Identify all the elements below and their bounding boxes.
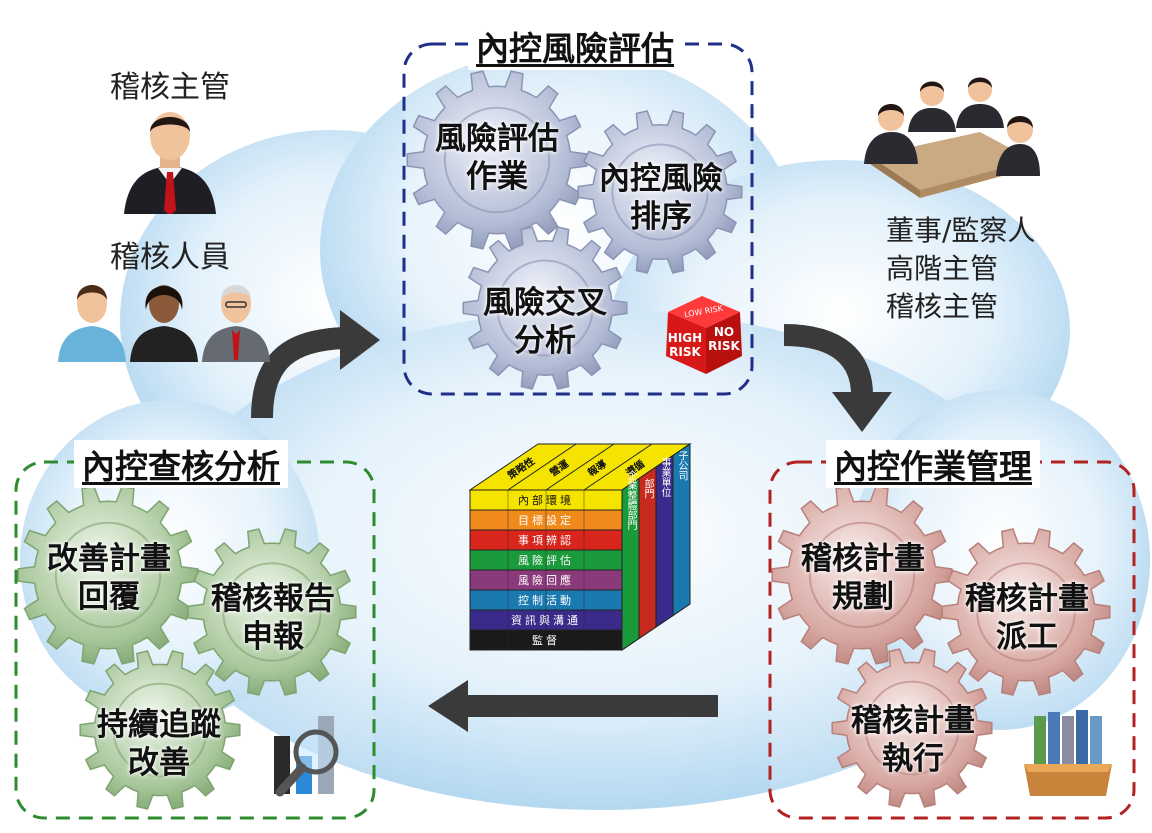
cube-side-label: 事業單位 [659, 456, 671, 497]
gear-audit-plan-execution: 稽核計畫執行 [851, 703, 975, 777]
dice-left-text-2: RISK [669, 345, 701, 359]
cube-row-label: 風險評估 [518, 553, 574, 567]
binder-tray-icon [1024, 710, 1112, 796]
gear-shape-control-risk-ranking-rim [611, 143, 709, 241]
cube-side-label: 企業整體部門 [625, 469, 637, 531]
analysis-chart-icon [274, 716, 339, 797]
cube-row-label: 風險回應 [518, 573, 574, 587]
cube-side-column [672, 443, 691, 617]
cube-row-label: 監督 [532, 633, 560, 647]
gear-control-risk-ranking: 內控風險排序 [599, 161, 723, 235]
gear-shape-audit-plan-planning-rim [808, 521, 916, 629]
dice-left-text-1: HIGH [668, 331, 702, 345]
meeting-person-1 [864, 104, 918, 164]
gear-shape-risk-assessment-rim [443, 106, 551, 214]
arrow-left-head [428, 680, 468, 732]
gear-risk-assessment: 風險評估作業 [435, 121, 559, 195]
risk-dice-icon: LOW RISK HIGH RISK NO RISK [666, 296, 742, 374]
gear-improvement-plan-reply: 改善計畫回覆 [47, 541, 171, 615]
gear-continuous-tracking: 持續追蹤改善 [97, 707, 221, 781]
board-roles-list: 董事/監察人 高階主管 稽核主管 [886, 212, 1035, 326]
audit-staff-icons [58, 285, 270, 362]
arrow-down-right [783, 324, 873, 396]
cube-side-label: 子公司 [676, 451, 688, 481]
gear-shape-improvement-plan-rim [54, 521, 162, 629]
cube-row-label: 資訊與溝通 [511, 613, 581, 627]
cube-top-divider [583, 443, 653, 491]
gear-audit-plan-dispatch: 稽核計畫派工 [965, 581, 1089, 655]
gear-shape-continuous-tracking [79, 650, 241, 810]
cube-row-label: 事項辨認 [518, 533, 574, 547]
role-audit-supervisor: 稽核主管 [886, 290, 999, 323]
audit-analysis-panel-title: 內控查核分析 [74, 440, 288, 488]
dice-right-text-2: RISK [708, 339, 740, 353]
cube-row-label: 內部環境 [518, 493, 574, 507]
cube-row-label: 控制活動 [518, 593, 574, 607]
staff-person-3-icon [202, 285, 270, 362]
arrow-up-right-head [340, 310, 380, 370]
gear-risk-cross-analysis: 風險交叉分析 [483, 285, 607, 359]
meeting-person-3 [956, 77, 1004, 128]
cube-top-divider [507, 443, 577, 491]
staff-person-1-icon [58, 285, 126, 362]
gear-shape-audit-report-rim [222, 562, 322, 662]
gear-shape-audit-plan-execution-rim [864, 680, 960, 776]
risk-panel-title: 內控風險評估 [468, 22, 682, 70]
cube-top-divider [545, 443, 615, 491]
gear-shape-audit-plan-execution [831, 648, 993, 808]
role-board-directors: 董事/監察人 [886, 214, 1036, 247]
gear-shape-improvement-plan [17, 485, 199, 665]
gears-layer [17, 70, 1111, 810]
gear-shape-control-risk-ranking [577, 110, 743, 274]
gear-shape-continuous-tracking-rim [112, 682, 208, 778]
gear-audit-plan-planning: 稽核計畫規劃 [801, 541, 925, 615]
gear-audit-report-filing: 稽核報告申報 [211, 581, 335, 655]
board-meeting-icon [864, 77, 1040, 198]
arrow-left-body [462, 695, 718, 717]
audit-staff-label: 稽核人員 [110, 240, 230, 275]
gear-shape-audit-plan-dispatch-rim [976, 562, 1076, 662]
meeting-person-4 [996, 116, 1040, 176]
flow-arrows [251, 310, 892, 732]
cube-side-label: 部門 [642, 478, 654, 500]
erm-cube: 策略性營運報導遵循企業整體部門部門事業單位子公司內部環境目標設定事項辨認風險評估… [468, 443, 692, 651]
gear-shape-risk-assessment [406, 70, 588, 250]
meeting-person-2 [908, 81, 956, 132]
dice-right-text-1: NO [714, 325, 734, 339]
ops-mgmt-panel-title: 內控作業管理 [826, 440, 1040, 488]
gear-shape-audit-plan-dispatch [941, 528, 1111, 696]
gear-shape-risk-cross-analysis-rim [496, 259, 594, 357]
audit-supervisor-icon [124, 112, 216, 214]
arrow-down-right-head [832, 392, 892, 432]
audit-supervisor-label: 稽核主管 [110, 70, 230, 105]
cube-row-label: 目標設定 [518, 513, 574, 527]
gear-shape-risk-cross-analysis [462, 226, 628, 390]
arrow-up-right [251, 327, 346, 419]
staff-person-2-icon [130, 285, 198, 362]
gear-shape-audit-report [187, 528, 357, 696]
gear-shape-audit-plan-planning [771, 485, 953, 665]
role-senior-management: 高階主管 [886, 252, 999, 285]
